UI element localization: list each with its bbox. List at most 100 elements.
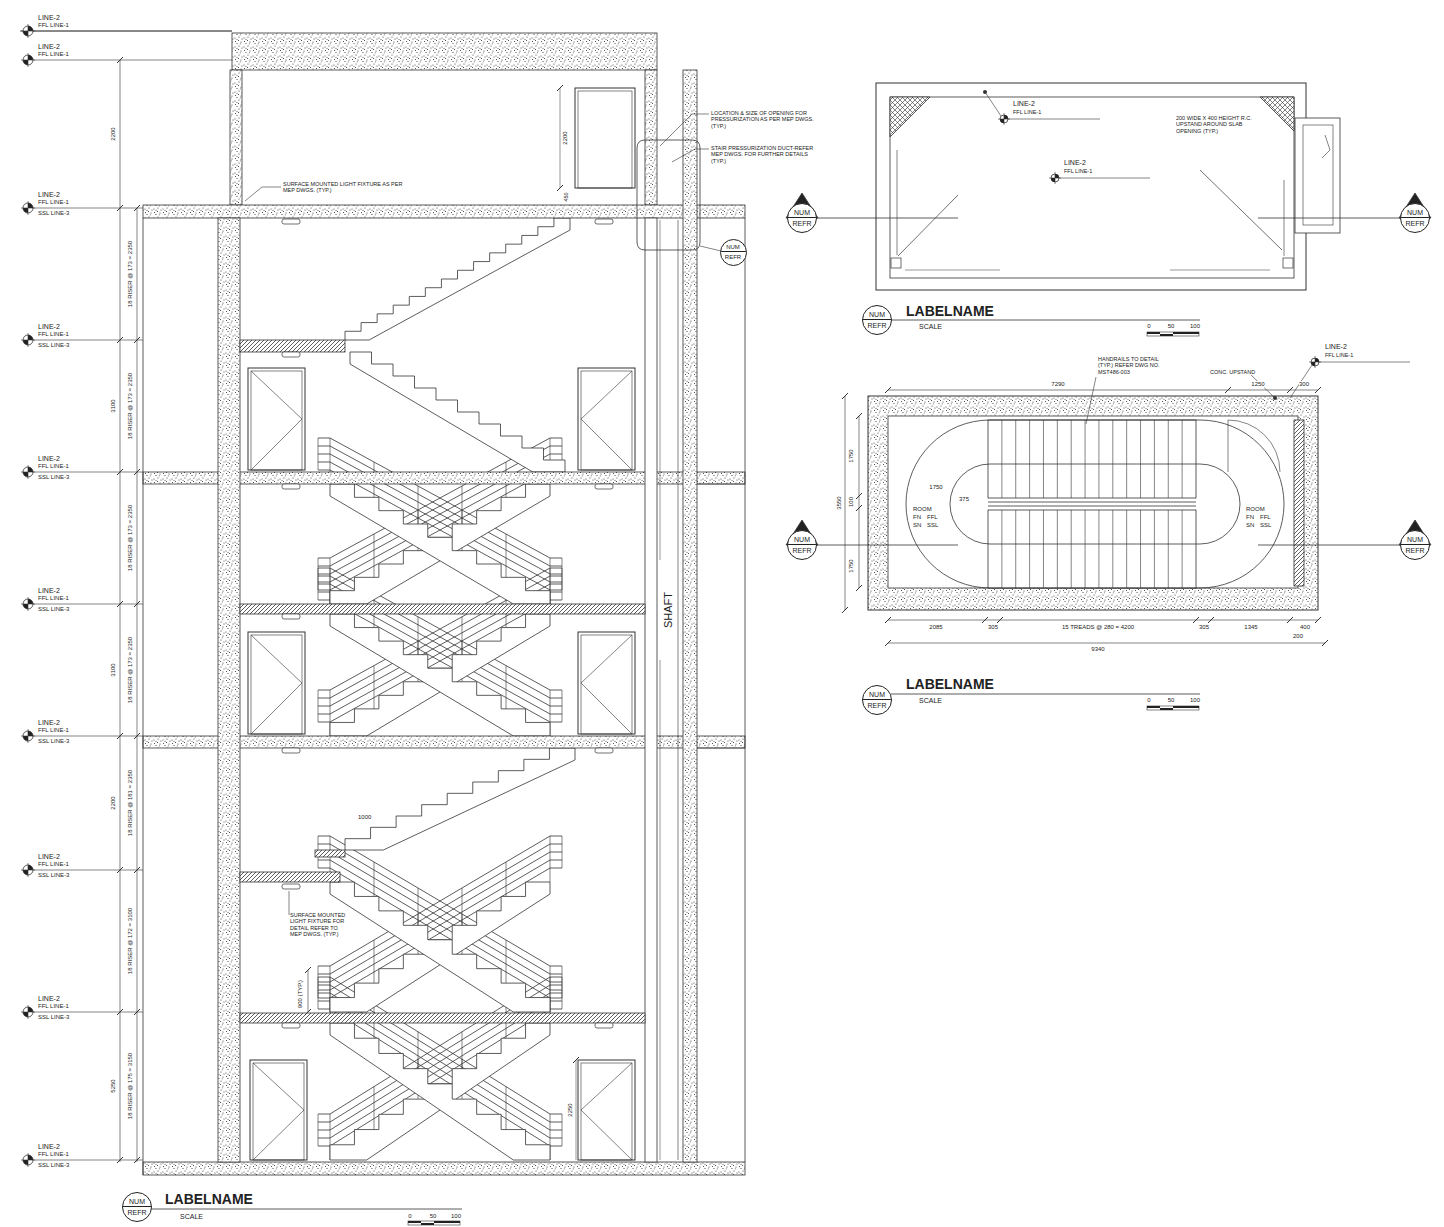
door bbox=[581, 635, 632, 734]
level-marker bbox=[28, 1155, 33, 1160]
dimension-text: 3100 bbox=[110, 399, 117, 412]
title-underline bbox=[1173, 706, 1199, 708]
bubble-half: REFR bbox=[788, 545, 816, 559]
dimension-text: 1750 bbox=[848, 449, 855, 462]
label-text: SSL LINE-3 bbox=[38, 210, 69, 217]
callout-number: NUM bbox=[794, 536, 810, 543]
concrete-structure bbox=[645, 70, 657, 205]
level-marker bbox=[28, 467, 33, 472]
stair-plan bbox=[1208, 617, 1214, 623]
stair-plan bbox=[1322, 640, 1328, 646]
title-underline bbox=[151, 320, 1200, 1225]
stair-plan bbox=[856, 585, 862, 591]
stair-plan bbox=[1287, 617, 1293, 623]
level-marker bbox=[23, 870, 28, 875]
label-text: 9340 bbox=[1091, 646, 1104, 653]
reference-bubble: NUM REFR bbox=[787, 530, 817, 560]
dimension-text: 900 (TYP.) bbox=[297, 980, 304, 1008]
stair-flight bbox=[350, 352, 565, 472]
handrail-lines bbox=[562, 568, 563, 600]
door bbox=[575, 88, 635, 188]
landing-slab bbox=[240, 872, 340, 882]
roof-plan bbox=[890, 97, 930, 137]
label-text: SSL LINE-3 bbox=[38, 872, 69, 879]
label-text: 0 bbox=[408, 1213, 411, 1220]
stair-plan bbox=[1182, 510, 1183, 588]
label-text: 100 bbox=[1190, 697, 1200, 704]
stair-plan bbox=[1043, 510, 1044, 588]
roof-plan bbox=[1059, 178, 1150, 179]
title-underline bbox=[891, 320, 1200, 321]
title-underline bbox=[408, 1221, 421, 1223]
level-marker bbox=[28, 729, 29, 743]
stair-plan bbox=[1319, 362, 1410, 363]
roof-plan bbox=[890, 97, 1294, 278]
label-text: 1250 bbox=[1251, 381, 1264, 388]
stair-plan bbox=[885, 387, 891, 393]
bubble-half: NUM bbox=[863, 686, 891, 700]
label-text: FN bbox=[1246, 514, 1254, 521]
level-marker bbox=[28, 597, 29, 611]
label-text: FFL bbox=[1260, 514, 1271, 521]
label-text: SN bbox=[1246, 522, 1254, 529]
stair-plan bbox=[856, 505, 862, 511]
dimension-text: 18 RISER @ 173 = 2350 bbox=[127, 505, 134, 571]
stair-plan bbox=[1057, 420, 1058, 498]
view-title: LABELNAME bbox=[165, 1191, 253, 1207]
label-text: LINE-2 bbox=[38, 455, 60, 463]
label-text: FFL LINE-1 bbox=[38, 51, 69, 58]
label-text: SSL bbox=[1260, 522, 1271, 529]
section-outline bbox=[745, 218, 746, 1162]
label-text: ROOM bbox=[1246, 506, 1265, 513]
stair-plan bbox=[1015, 420, 1016, 498]
section-outline bbox=[143, 218, 144, 1175]
label-text: 50 bbox=[1168, 697, 1175, 704]
bubble-half: REFR bbox=[863, 700, 891, 714]
door bbox=[578, 91, 632, 188]
stair-plan bbox=[856, 413, 862, 419]
light-fixture bbox=[282, 219, 613, 1028]
roof-plan bbox=[898, 195, 958, 256]
label-text: LINE-2 bbox=[38, 43, 60, 51]
label-text: SSL LINE-3 bbox=[38, 1162, 69, 1169]
landing-slab bbox=[240, 1013, 645, 1023]
concrete-structure bbox=[143, 1162, 745, 1175]
bubble-half: REFR bbox=[1401, 545, 1429, 559]
reference-bubble: NUMREFR bbox=[1400, 530, 1430, 560]
dimension-line bbox=[117, 205, 123, 211]
bubble-half: NUM bbox=[788, 204, 816, 218]
title-underline bbox=[1173, 332, 1199, 334]
leader-line bbox=[557, 85, 563, 91]
label-text: SSL LINE-3 bbox=[38, 606, 69, 613]
handrail-lines bbox=[318, 438, 562, 1160]
label-text: SCALE bbox=[180, 1213, 203, 1221]
stair-plan bbox=[1154, 510, 1155, 588]
handrail-lines bbox=[374, 940, 375, 986]
leader-line bbox=[660, 114, 709, 146]
handrail-lines bbox=[318, 438, 319, 470]
dimension-line bbox=[134, 469, 140, 475]
section-marker-arrow bbox=[786, 193, 1431, 545]
section-outline bbox=[20, 31, 745, 1175]
label-text: FFL LINE-1 bbox=[1064, 168, 1092, 174]
roof-plan bbox=[905, 270, 1000, 271]
callout-number: NUM bbox=[129, 1198, 145, 1205]
level-marker bbox=[33, 736, 143, 737]
level-marker bbox=[28, 335, 33, 340]
level-marker bbox=[28, 53, 29, 67]
door bbox=[578, 1060, 635, 1160]
dimension-line bbox=[134, 733, 140, 739]
door bbox=[251, 635, 302, 734]
level-marker bbox=[33, 340, 143, 341]
stair-plan bbox=[1140, 510, 1141, 588]
stair-plan bbox=[1057, 510, 1058, 588]
stair-plan bbox=[1112, 510, 1113, 588]
dimension-line bbox=[134, 601, 140, 607]
handrail-lines bbox=[506, 534, 507, 580]
roof-plan bbox=[1055, 172, 1056, 184]
door bbox=[248, 632, 305, 734]
concrete-structure bbox=[645, 218, 657, 1162]
stair-plan bbox=[888, 643, 1325, 644]
section-outline bbox=[660, 660, 661, 1160]
title-underline bbox=[1147, 332, 1199, 336]
